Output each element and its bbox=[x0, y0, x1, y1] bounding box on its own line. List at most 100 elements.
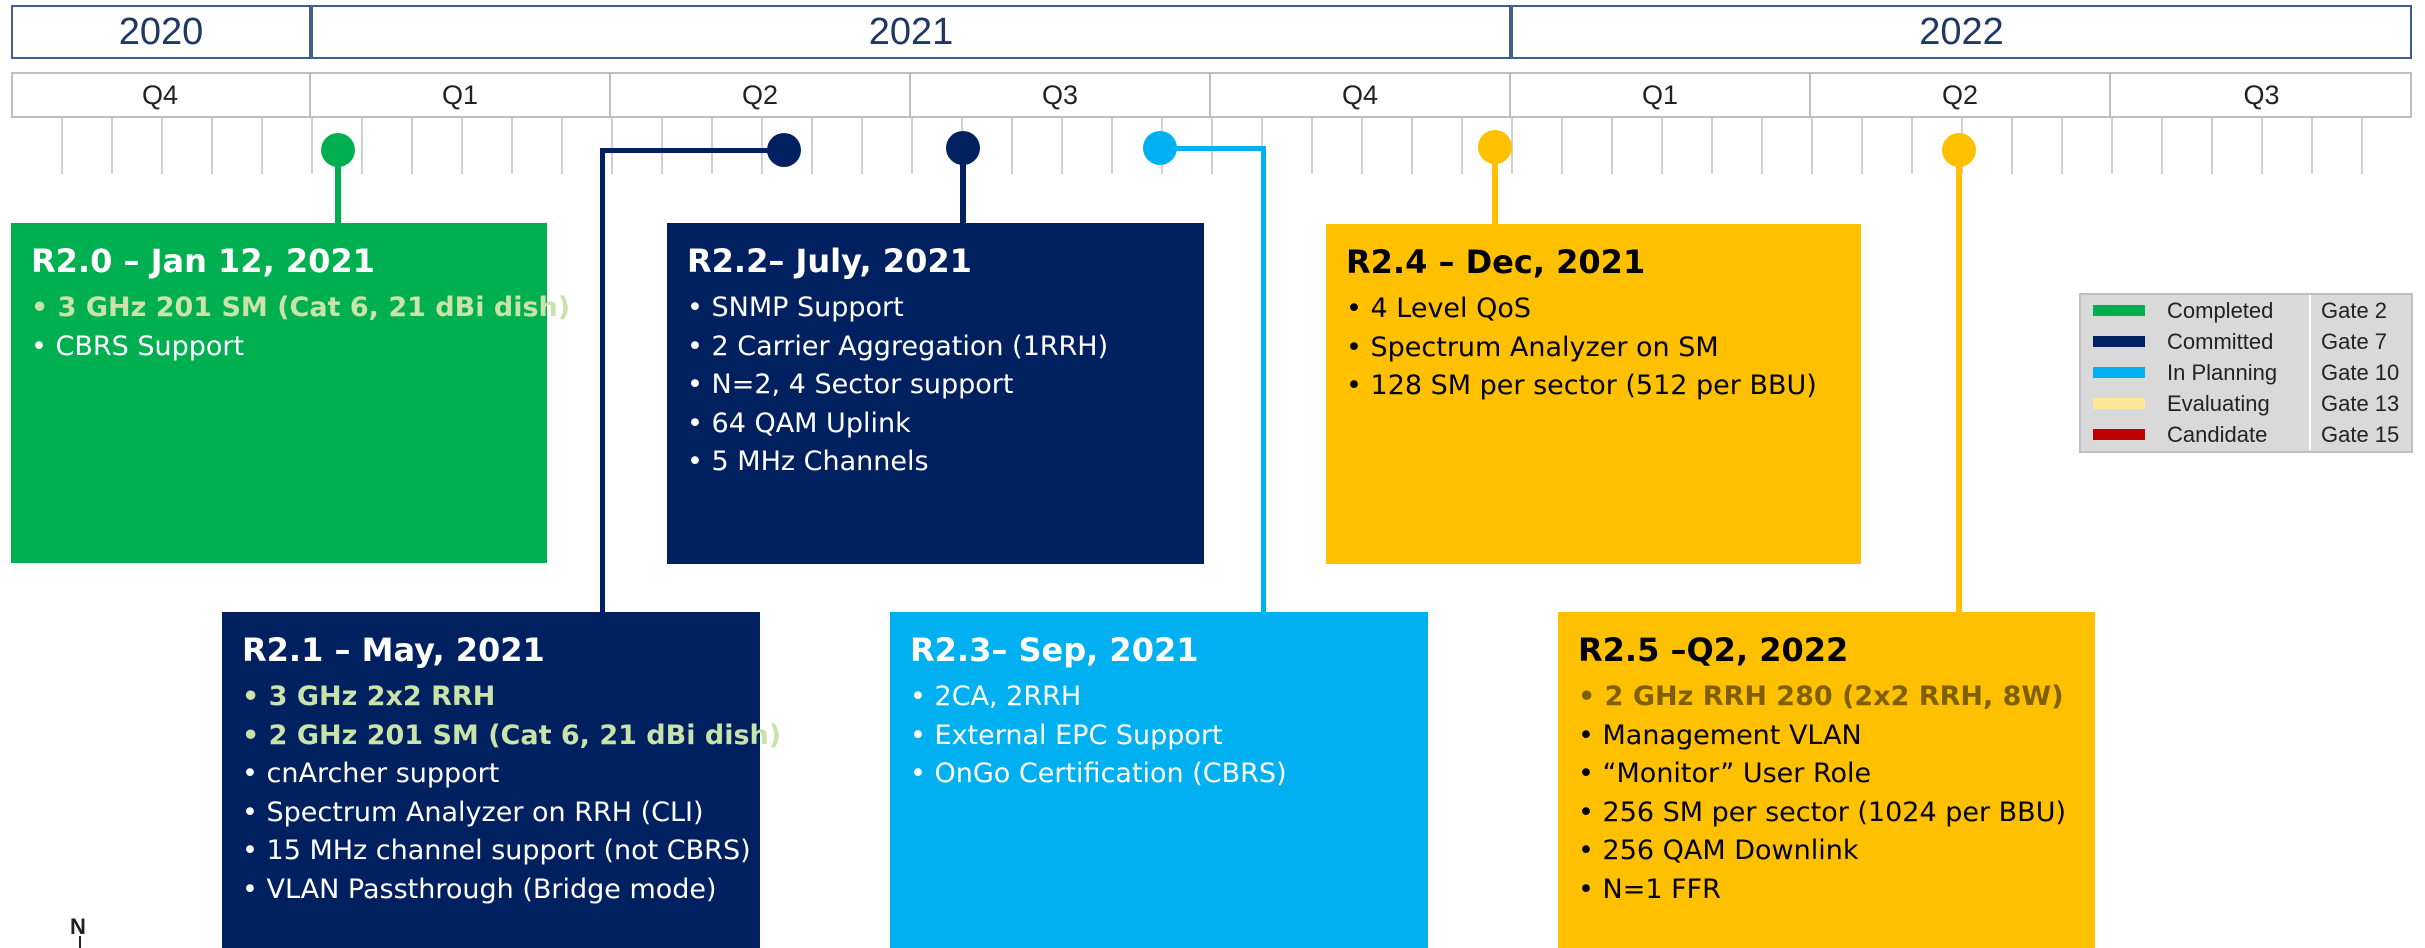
quarter-2022-q3: Q3 bbox=[2243, 79, 2280, 110]
legend-gate: Gate 10 bbox=[2309, 357, 2399, 388]
feature-item: 64 QAM Uplink bbox=[687, 405, 1184, 444]
release-card-r24: R2.4 – Dec, 2021 4 Level QoS Spectrum An… bbox=[1326, 224, 1861, 564]
month-tick bbox=[361, 118, 363, 174]
connector-r21-vertical bbox=[600, 148, 605, 612]
feature-item: External EPC Support bbox=[910, 717, 1408, 756]
legend-swatch bbox=[2093, 305, 2145, 316]
feature-item: 2 GHz RRH 280 (2x2 RRH, 8W) bbox=[1578, 678, 2075, 717]
month-tick bbox=[1861, 118, 1863, 174]
month-tick bbox=[1061, 118, 1063, 174]
feature-item: Management VLAN bbox=[1578, 717, 2075, 756]
feature-list: 4 Level QoS Spectrum Analyzer on SM 128 … bbox=[1346, 290, 1841, 406]
release-card-r23: R2.3– Sep, 2021 2CA, 2RRH External EPC S… bbox=[890, 612, 1428, 948]
quarter-row bbox=[11, 72, 2412, 118]
feature-item: SNMP Support bbox=[687, 289, 1184, 328]
connector-r25 bbox=[1956, 150, 1962, 612]
connector-r23-vertical bbox=[1261, 146, 1266, 612]
feature-item: N=2, 4 Sector support bbox=[687, 366, 1184, 405]
month-tick bbox=[1111, 118, 1113, 174]
legend-swatch bbox=[2093, 429, 2145, 440]
month-tick bbox=[2161, 118, 2163, 174]
month-tick bbox=[261, 118, 263, 174]
feature-item: OnGo Certification (CBRS) bbox=[910, 755, 1408, 794]
legend-row-in-planning: In Planning Gate 10 bbox=[2081, 357, 2411, 388]
release-card-r22: R2.2– July, 2021 SNMP Support 2 Carrier … bbox=[667, 223, 1204, 564]
legend-gate: Gate 13 bbox=[2309, 388, 2399, 419]
month-tick bbox=[1511, 118, 1513, 174]
milestone-dot-r21 bbox=[767, 133, 801, 167]
month-tick bbox=[1911, 118, 1913, 174]
month-tick bbox=[1411, 118, 1413, 174]
connector-r22 bbox=[960, 150, 966, 224]
feature-list: 3 GHz 2x2 RRH 2 GHz 201 SM (Cat 6, 21 dB… bbox=[242, 678, 782, 910]
quarter-2021-q3: Q3 bbox=[911, 72, 1211, 118]
quarter-2022-q1: Q1 bbox=[1511, 72, 1811, 118]
month-tick bbox=[111, 118, 113, 174]
month-tick bbox=[461, 118, 463, 174]
legend-row-evaluating: Evaluating Gate 13 bbox=[2081, 388, 2411, 419]
legend-gate: Gate 7 bbox=[2309, 326, 2387, 357]
month-ticks bbox=[11, 118, 2412, 178]
milestone-dot-r23 bbox=[1143, 131, 1177, 165]
month-tick bbox=[2111, 118, 2113, 174]
feature-list: SNMP Support 2 Carrier Aggregation (1RRH… bbox=[687, 289, 1184, 482]
quarter-2020-q4: Q4 bbox=[11, 72, 311, 118]
feature-item: 256 SM per sector (1024 per BBU) bbox=[1578, 794, 2075, 833]
feature-item: 128 SM per sector (512 per BBU) bbox=[1346, 367, 1841, 406]
milestone-dot-r22 bbox=[946, 131, 980, 165]
feature-list: 2CA, 2RRH External EPC Support OnGo Cert… bbox=[910, 678, 1408, 794]
feature-item: cnArcher support bbox=[242, 755, 740, 794]
month-tick bbox=[711, 118, 713, 174]
feature-item: 2CA, 2RRH bbox=[910, 678, 1408, 717]
legend-gate: Gate 15 bbox=[2309, 419, 2399, 450]
legend-label: Committed bbox=[2167, 328, 2274, 354]
feature-item: 2 GHz 201 SM (Cat 6, 21 dBi dish) bbox=[242, 717, 781, 756]
feature-item: “Monitor” User Role bbox=[1578, 755, 2075, 794]
quarter-2021-q4: Q4 bbox=[1211, 72, 1511, 118]
month-tick bbox=[2361, 118, 2363, 174]
month-tick bbox=[211, 118, 213, 174]
month-tick bbox=[2211, 118, 2213, 174]
legend-gate: Gate 2 bbox=[2309, 295, 2387, 326]
connector-r20 bbox=[335, 150, 341, 224]
month-tick bbox=[161, 118, 163, 174]
feature-item: 2 Carrier Aggregation (1RRH) bbox=[687, 328, 1184, 367]
legend-label: In Planning bbox=[2167, 359, 2278, 385]
feature-item: N=1 FFR bbox=[1578, 871, 2075, 910]
legend-swatch bbox=[2093, 367, 2145, 378]
month-tick bbox=[911, 118, 913, 174]
release-title: R2.0 – Jan 12, 2021 bbox=[31, 242, 375, 280]
legend-row-completed: Completed Gate 2 bbox=[2081, 295, 2411, 326]
release-title: R2.3– Sep, 2021 bbox=[910, 631, 1199, 669]
month-tick bbox=[1311, 118, 1313, 174]
legend-row-committed: Committed Gate 7 bbox=[2081, 326, 2411, 357]
month-tick bbox=[2011, 118, 2013, 174]
status-legend: Completed Gate 2 Committed Gate 7 In Pla… bbox=[2079, 293, 2413, 453]
feature-item: 5 MHz Channels bbox=[687, 443, 1184, 482]
feature-item: VLAN Passthrough (Bridge mode) bbox=[242, 871, 740, 910]
month-tick bbox=[611, 118, 613, 174]
month-tick bbox=[1461, 118, 1463, 174]
month-tick bbox=[1711, 118, 1713, 174]
release-card-r21: R2.1 – May, 2021 3 GHz 2x2 RRH 2 GHz 201… bbox=[222, 612, 782, 948]
month-tick bbox=[2261, 118, 2263, 174]
connector-r23-horizontal bbox=[1159, 146, 1266, 151]
month-tick bbox=[411, 118, 413, 174]
legend-swatch bbox=[2093, 336, 2145, 347]
milestone-dot-r24 bbox=[1478, 130, 1512, 164]
compass-arrow-icon bbox=[79, 936, 81, 948]
feature-item: CBRS Support bbox=[31, 328, 527, 367]
feature-item: 3 GHz 2x2 RRH bbox=[242, 678, 740, 717]
feature-item: 4 Level QoS bbox=[1346, 290, 1841, 329]
month-tick bbox=[1811, 118, 1813, 174]
month-tick bbox=[2311, 118, 2313, 174]
connector-r21-horizontal bbox=[600, 148, 784, 153]
month-tick bbox=[661, 118, 663, 174]
month-tick bbox=[1561, 118, 1563, 174]
feature-item: Spectrum Analyzer on RRH (CLI) bbox=[242, 794, 740, 833]
month-tick bbox=[511, 118, 513, 174]
year-2022: 2022 bbox=[1511, 5, 2412, 59]
feature-item: Spectrum Analyzer on SM bbox=[1346, 329, 1841, 368]
milestone-dot-r20 bbox=[321, 133, 355, 167]
legend-label: Completed bbox=[2167, 297, 2274, 323]
